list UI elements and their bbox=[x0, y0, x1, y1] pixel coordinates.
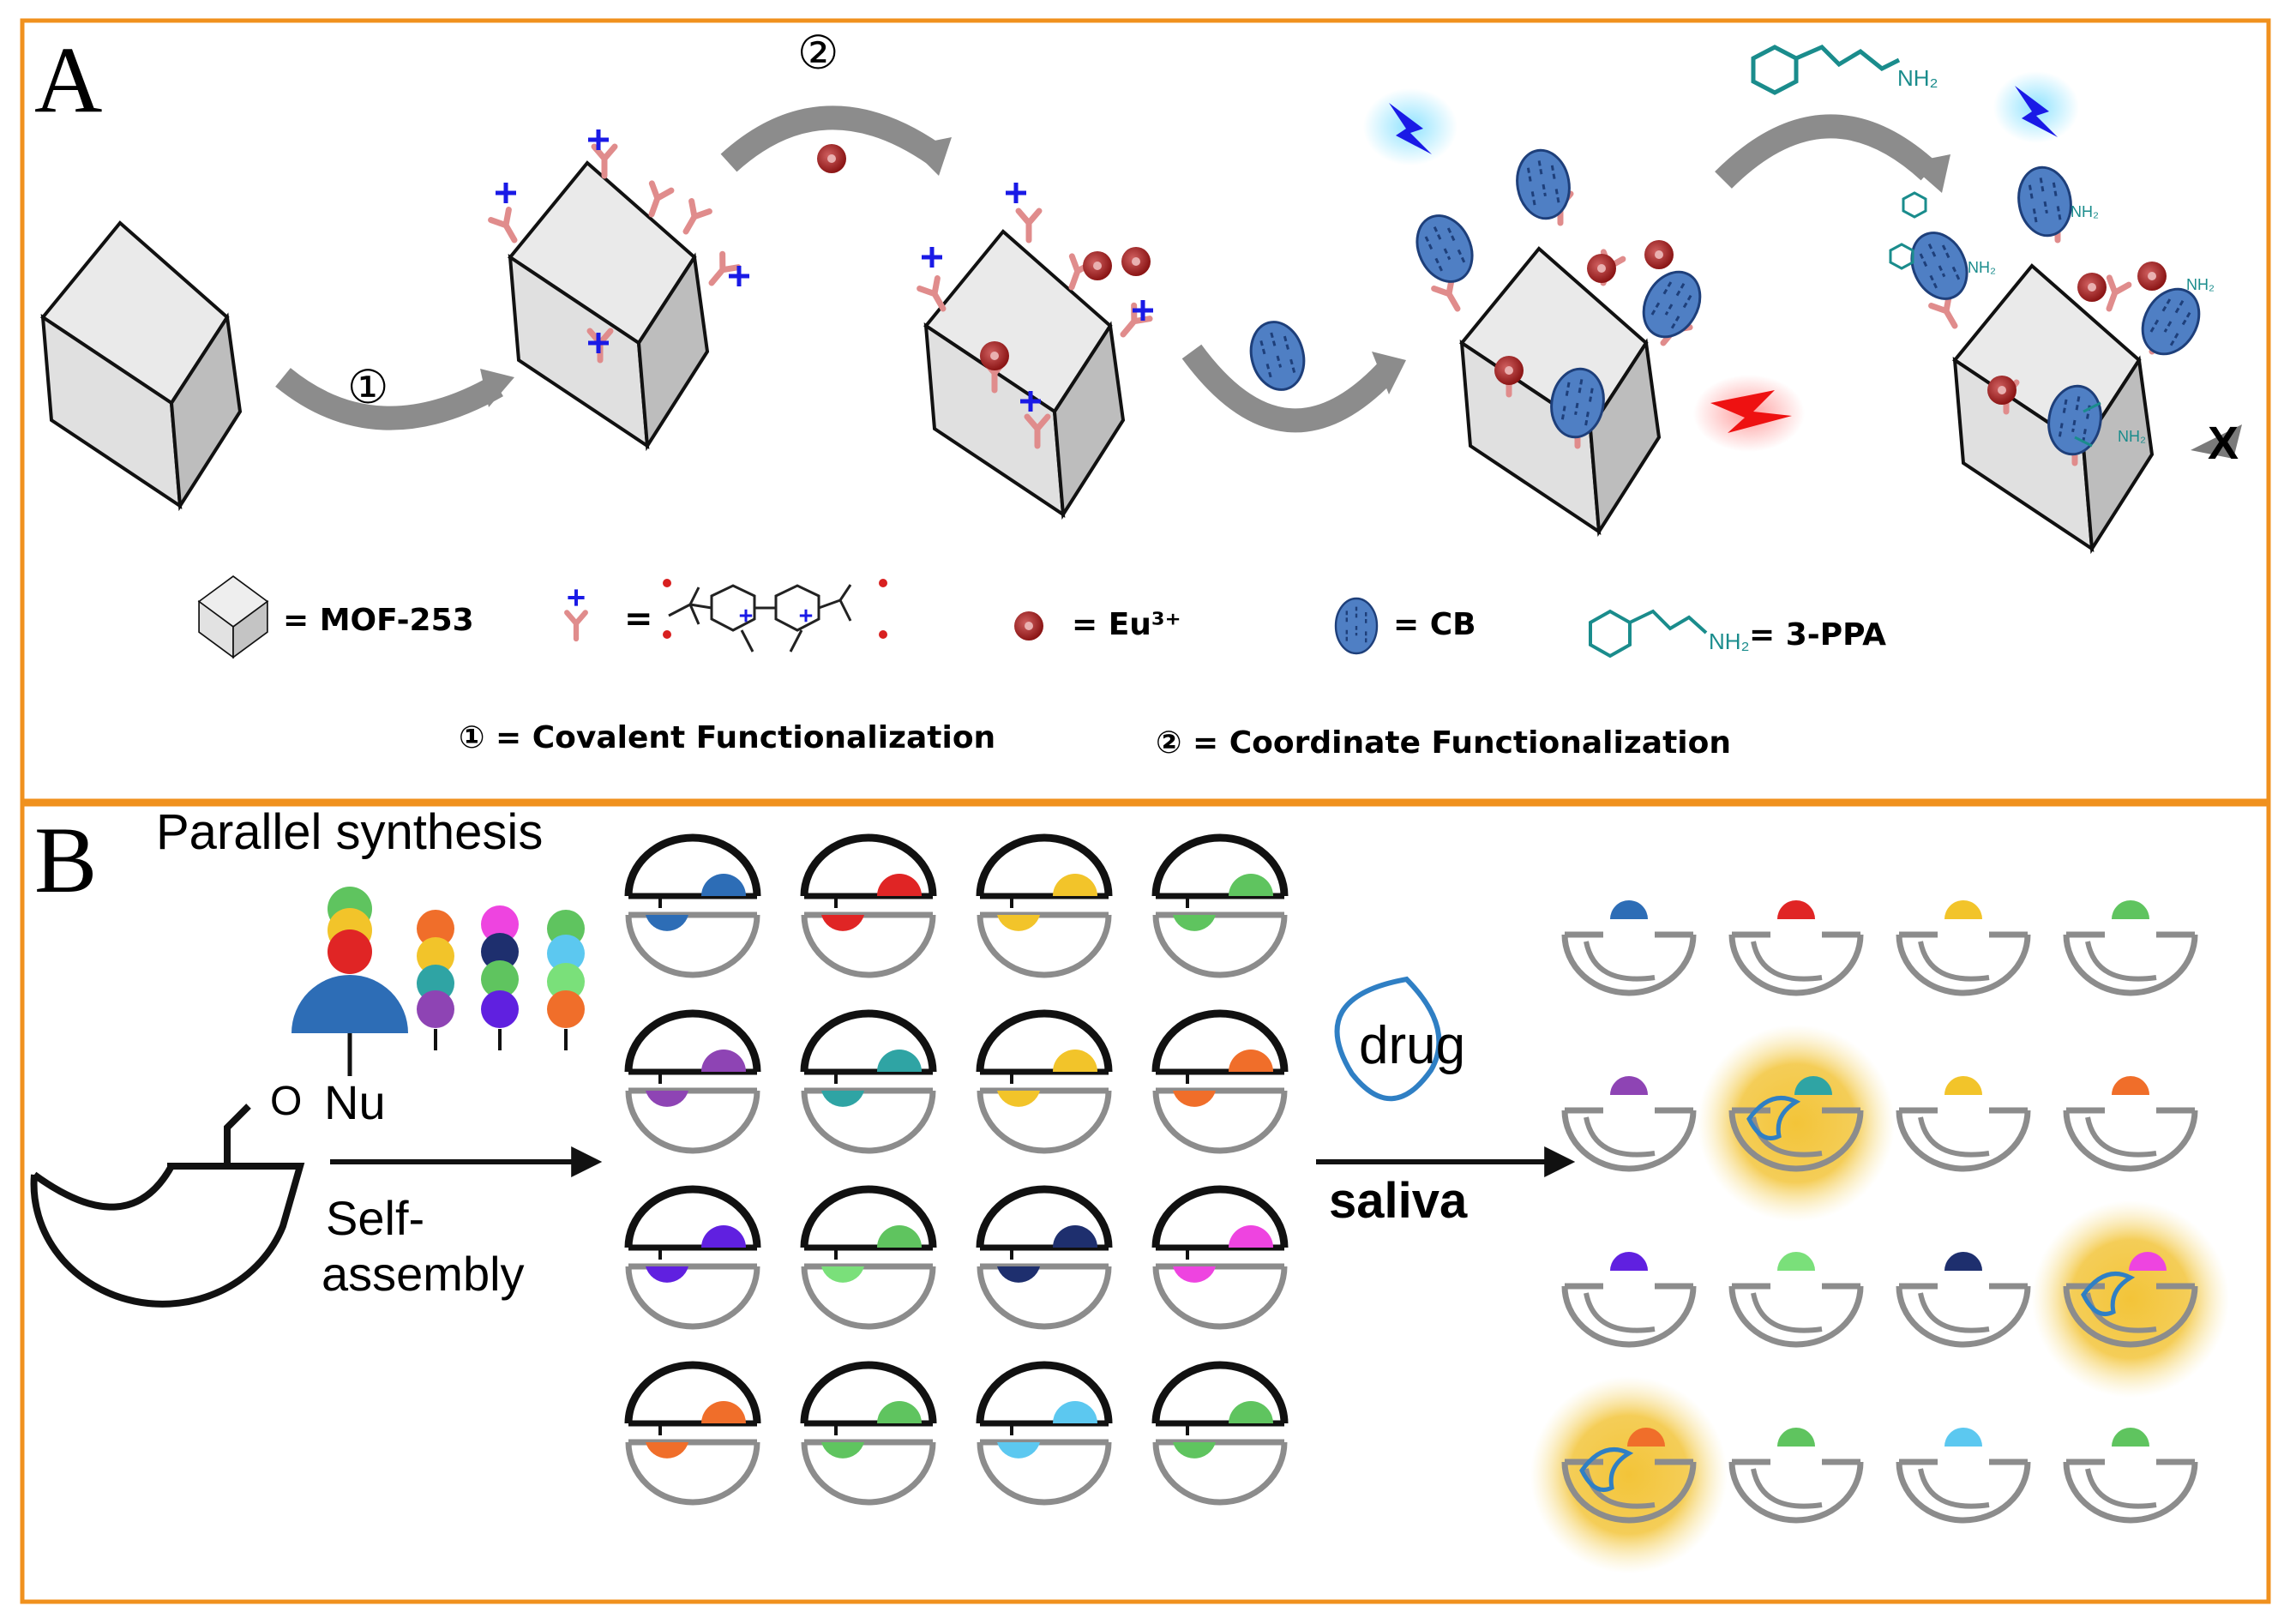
self-label: Self- bbox=[326, 1191, 424, 1245]
library-capsule bbox=[800, 833, 937, 978]
ppa-structure-arrow bbox=[1751, 45, 1901, 95]
library-capsule bbox=[800, 1009, 937, 1154]
library-capsule bbox=[1151, 1185, 1289, 1330]
legend-ligand-dots bbox=[663, 579, 887, 639]
mof-cube-1 bbox=[41, 221, 242, 508]
panel-b-border bbox=[20, 802, 2271, 1604]
library-capsule bbox=[976, 1361, 1113, 1506]
screening-receptor bbox=[1561, 1076, 1697, 1172]
legend-step1-desc: ① = Covalent Functionalization bbox=[459, 720, 995, 755]
blocked-x: X bbox=[2208, 418, 2239, 469]
library-capsule bbox=[976, 1009, 1113, 1154]
blocked-arrow bbox=[2191, 424, 2242, 459]
aldehyde-o-label: O bbox=[270, 1079, 302, 1124]
legend-cb-label: = CB bbox=[1393, 607, 1476, 642]
building-blocks bbox=[292, 887, 585, 1076]
step-1-label: ① bbox=[347, 362, 388, 413]
legend-mof-icon bbox=[198, 575, 268, 659]
legend-eu-label: = Eu³⁺ bbox=[1072, 607, 1181, 642]
screening-receptor bbox=[2063, 1428, 2198, 1524]
legend-cb-icon bbox=[1334, 597, 1379, 655]
mof-cube-2 bbox=[508, 161, 709, 448]
svg-text:NH₂: NH₂ bbox=[2118, 428, 2146, 445]
legend-eu-icon bbox=[1014, 611, 1043, 641]
screening-receptor bbox=[1561, 900, 1697, 996]
arrow-step-2 bbox=[720, 105, 941, 172]
library-capsule bbox=[976, 1185, 1113, 1330]
screening-receptor bbox=[1561, 1252, 1697, 1348]
library-capsule bbox=[624, 1361, 761, 1506]
screening-array bbox=[1530, 900, 2229, 1573]
legend-ligand-icon bbox=[567, 589, 586, 639]
screening-receptor bbox=[2063, 1076, 2198, 1172]
screening-receptor bbox=[1896, 1252, 2031, 1348]
legend-ppa-label: = 3-PPA bbox=[1749, 617, 1886, 653]
screening-hit bbox=[2032, 1200, 2229, 1398]
library-capsule bbox=[800, 1185, 937, 1330]
blue-lightning-1-icon bbox=[1389, 103, 1432, 154]
svg-text:NH₂: NH₂ bbox=[2071, 203, 2099, 220]
screening-receptor bbox=[1896, 1076, 2031, 1172]
legend-ppa-nh2: NH₂ bbox=[1709, 629, 1750, 654]
saliva-label: saliva bbox=[1329, 1173, 1468, 1229]
arrow-cb-head bbox=[1372, 352, 1406, 394]
cb-arrow bbox=[1242, 315, 1313, 397]
step-2-label: ② bbox=[797, 27, 838, 79]
arrow-ppa bbox=[1715, 114, 1938, 189]
arrow-step-1 bbox=[275, 368, 503, 430]
assembly-label: assembly bbox=[322, 1247, 525, 1301]
library-capsule bbox=[624, 1185, 761, 1330]
screening-receptor bbox=[2063, 900, 2198, 996]
receptor-library bbox=[624, 833, 1289, 1506]
red-lightning-icon bbox=[1710, 390, 1792, 433]
panel-b-letter: B bbox=[34, 808, 97, 912]
screening-receptor bbox=[1728, 1252, 1864, 1348]
legend-ligand-structure bbox=[668, 584, 852, 653]
library-capsule bbox=[1151, 833, 1289, 978]
legend-step2-desc: ② = Coordinate Functionalization bbox=[1156, 725, 1731, 761]
nu-label: Nu bbox=[324, 1075, 386, 1129]
blue-lightning-2-icon bbox=[2015, 86, 2058, 137]
panel-a-border bbox=[20, 18, 2271, 803]
library-capsule bbox=[976, 833, 1113, 978]
arrow-cb bbox=[1181, 344, 1398, 433]
cube-5-ppa bbox=[1889, 191, 2101, 448]
legend: = MOF-253 = = Eu³⁺ = CB N bbox=[198, 575, 1886, 761]
parallel-synthesis-label: Parallel synthesis bbox=[156, 804, 543, 860]
eu-ion-arrow bbox=[817, 144, 846, 173]
legend-ppa-icon bbox=[1589, 609, 1708, 659]
drug-label: drug bbox=[1359, 1016, 1465, 1075]
arrow-step-2-head bbox=[909, 137, 952, 176]
drug-droplet-icon bbox=[1334, 976, 1442, 1102]
panel-a-letter: A bbox=[34, 27, 102, 132]
screening-receptor bbox=[1728, 1428, 1864, 1524]
screening-hit bbox=[1530, 1376, 1728, 1573]
svg-text:NH₂: NH₂ bbox=[2186, 276, 2215, 293]
library-capsule bbox=[624, 833, 761, 978]
svg-text:NH₂: NH₂ bbox=[1968, 259, 1996, 276]
legend-ligand-eq: = bbox=[624, 599, 653, 639]
screening-receptor bbox=[1896, 1428, 2031, 1524]
cube-5-nh2-labels: NH₂ NH₂ NH₂ NH₂ bbox=[1968, 203, 2215, 445]
library-capsule bbox=[800, 1361, 937, 1506]
ppa-nh2-arrow: NH₂ bbox=[1897, 65, 1938, 91]
arrow-step-1-head bbox=[480, 369, 514, 407]
library-capsule bbox=[624, 1009, 761, 1154]
screening-receptor bbox=[1896, 900, 2031, 996]
aldehyde-receptor bbox=[30, 1104, 305, 1308]
screening-receptor bbox=[1728, 900, 1864, 996]
arrow-ppa-head bbox=[1908, 154, 1950, 193]
library-capsule bbox=[1151, 1361, 1289, 1506]
screening-hit bbox=[1698, 1025, 1895, 1222]
legend-mof-label: = MOF-253 bbox=[283, 603, 474, 638]
library-capsule bbox=[1151, 1009, 1289, 1154]
